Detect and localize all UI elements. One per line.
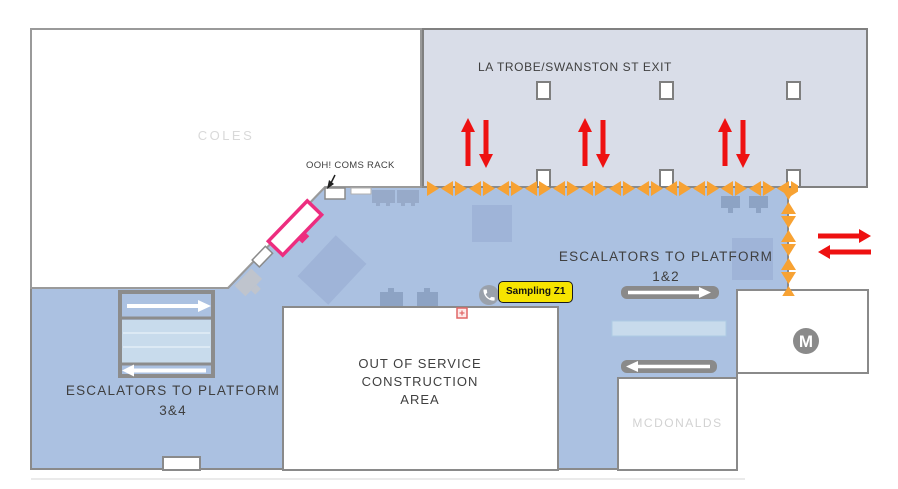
coms-rack-pointer-line — [330, 174, 336, 184]
construction-area-label: OUT OF SERVICE CONSTRUCTION AREA — [300, 355, 540, 409]
gate-foot — [376, 203, 380, 206]
ticket-gates — [372, 190, 419, 206]
flow-arrow-pair — [578, 118, 610, 168]
gate-foot — [411, 203, 415, 206]
escalators-1-2-line2: 1&2 — [652, 269, 680, 284]
escalator-right-arrowhead — [699, 287, 711, 298]
barrier-line-vertical — [781, 187, 796, 296]
pillar — [786, 81, 801, 100]
floor-square-right — [732, 238, 773, 280]
wall-fixture — [350, 187, 372, 195]
barrier-line-horizontal — [426, 181, 798, 196]
screen — [749, 196, 768, 208]
floor-diamond — [297, 235, 367, 305]
exit-hall-label: LA TROBE/SWANSTON ST EXIT — [478, 60, 672, 74]
mcdonalds-label: MCDONALDS — [632, 416, 723, 430]
construction-line3: AREA — [400, 392, 440, 407]
flow-arrows-exit — [461, 118, 750, 168]
coms-rack-box — [324, 187, 346, 200]
phone-icon — [479, 285, 499, 305]
escalator-left-arrowhead — [626, 361, 638, 372]
machine-knob — [388, 288, 394, 292]
construction-area-box — [282, 306, 559, 471]
machine — [380, 292, 403, 306]
small-wall-unit — [251, 245, 274, 269]
gate-machine — [397, 190, 419, 203]
info-screens — [721, 196, 768, 213]
floor-unit-tab — [250, 284, 261, 295]
flow-arrows-right — [818, 229, 871, 259]
gate-foot — [401, 203, 405, 206]
doorway-notch — [162, 456, 201, 471]
pillar — [536, 81, 551, 100]
escalators-3-4-line2: 3&4 — [159, 403, 187, 418]
escalators-1-2-label: ESCALATORS TO PLATFORM 1&2 — [541, 247, 791, 287]
escalator-void — [122, 320, 211, 363]
exit-hall-area — [422, 28, 868, 188]
gate-machine — [372, 190, 395, 203]
pillar — [659, 81, 674, 100]
screen — [721, 196, 740, 208]
camera-marker-icon — [456, 307, 468, 319]
escalator-down-arrowhead — [122, 364, 134, 377]
escalators-3-4-line1: ESCALATORS TO PLATFORM — [65, 383, 281, 398]
gate-foot — [386, 203, 390, 206]
escalator-bank-1-2 — [611, 286, 727, 373]
metro-logo-letter: M — [799, 332, 813, 351]
wall-unit — [251, 245, 274, 269]
construction-line1: OUT OF SERVICE — [358, 356, 482, 371]
escalator-frame — [118, 290, 215, 378]
escalators-3-4-label: ESCALATORS TO PLATFORM 3&4 — [48, 381, 298, 421]
gray-floor-unit — [234, 268, 263, 297]
flow-arrow-pair — [461, 118, 493, 168]
coms-rack-label: OOH! COMS RACK — [306, 160, 395, 171]
highlighted-display-unit — [265, 198, 325, 258]
floor-unit — [234, 268, 263, 297]
mcdonalds-area — [617, 377, 738, 471]
coms-rack-pointer-arrowhead — [327, 180, 334, 189]
coles-label: COLES — [197, 128, 255, 143]
construction-line2: CONSTRUCTION — [361, 374, 479, 389]
flow-arrow-pair — [718, 118, 750, 168]
screen-stand — [756, 208, 761, 213]
ticket-machines — [380, 288, 438, 306]
escalator-bank-3-4 — [118, 290, 215, 378]
escalators-1-2-line1: ESCALATORS TO PLATFORM — [558, 249, 774, 264]
machine — [417, 292, 438, 306]
coles-area — [30, 28, 422, 289]
screen-stand — [728, 208, 733, 213]
metro-logo-circle — [793, 328, 819, 354]
escalator-void — [611, 320, 727, 337]
machine-knob — [424, 288, 430, 292]
escalator-up-arrowhead — [198, 300, 211, 312]
display-unit-tab — [297, 231, 310, 244]
floor-square-left — [472, 205, 512, 242]
sampling-zone-badge: Sampling Z1 — [498, 281, 574, 303]
